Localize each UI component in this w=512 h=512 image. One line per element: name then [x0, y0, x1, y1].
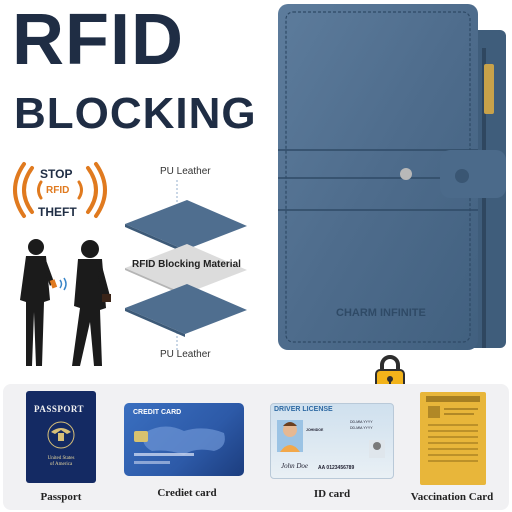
passport-country: United States of America	[47, 456, 75, 467]
layer-top-label: PU Leather	[160, 166, 211, 177]
credit-card-image	[124, 403, 244, 476]
id-card-image	[270, 403, 394, 479]
vaccination-card-caption: Vaccination Card	[410, 491, 494, 503]
id-card-issue: DD-MM-YYYY	[350, 420, 373, 424]
wallet-image: CHARM INFINITE	[278, 4, 506, 350]
id-card-caption: ID card	[313, 488, 351, 500]
rfid-label: RFID	[46, 185, 70, 196]
stop-label: STOP	[40, 167, 73, 181]
vaccination-card-image	[420, 392, 486, 485]
headline-rfid: RFID	[12, 0, 184, 80]
passport-card-title: PASSPORT	[34, 404, 85, 414]
credit-card-caption: Crediet card	[157, 487, 217, 499]
id-card-number: AA 0123456789	[318, 465, 355, 471]
id-card-expiry: DD-MM-YYYY	[350, 426, 373, 430]
theft-label: THEFT	[38, 205, 77, 219]
people-silhouette-icon	[20, 239, 111, 366]
eagle-seal-icon	[47, 421, 75, 449]
wallet-brand: CHARM INFINITE	[336, 307, 426, 319]
layer-diagram	[125, 180, 247, 350]
credit-card-title: CREDIT CARD	[133, 409, 182, 416]
passport-caption: Passport	[40, 491, 82, 503]
id-card-name: JOHNDOE	[306, 428, 324, 432]
layer-middle-label: RFID Blocking Material	[132, 259, 241, 270]
headline-blocking: BLOCKING	[14, 89, 257, 138]
id-card-title: DRIVER LICENSE	[274, 406, 333, 413]
id-card-signature: John Doe	[281, 462, 309, 470]
rfid-signal-icon	[13, 162, 107, 218]
layer-bottom-label: PU Leather	[160, 349, 211, 360]
